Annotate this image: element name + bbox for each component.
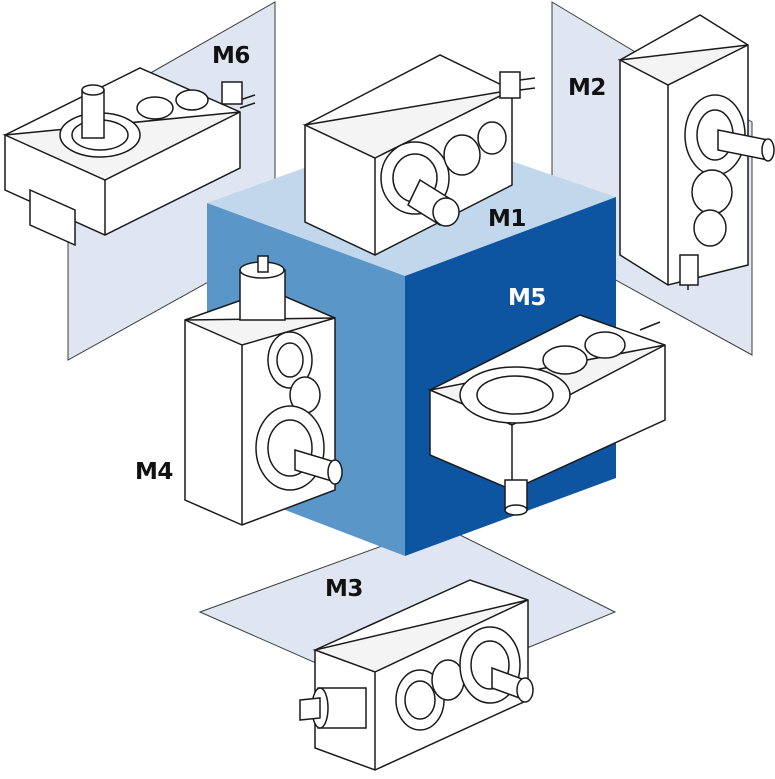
label-m6: M6 [212, 43, 250, 69]
gearbox-m3 [299, 579, 534, 771]
gearbox-m2 [617, 14, 775, 290]
gearbox-m5 [427, 314, 666, 516]
gearbox-m1 [302, 54, 536, 256]
label-m1: M1 [488, 206, 526, 232]
gearbox-m4 [184, 255, 343, 526]
label-m2: M2 [568, 75, 606, 101]
label-m5: M5 [508, 285, 546, 311]
label-m3: M3 [325, 576, 363, 602]
label-m4: M4 [135, 459, 173, 485]
gearbox-m6 [2, 67, 256, 247]
